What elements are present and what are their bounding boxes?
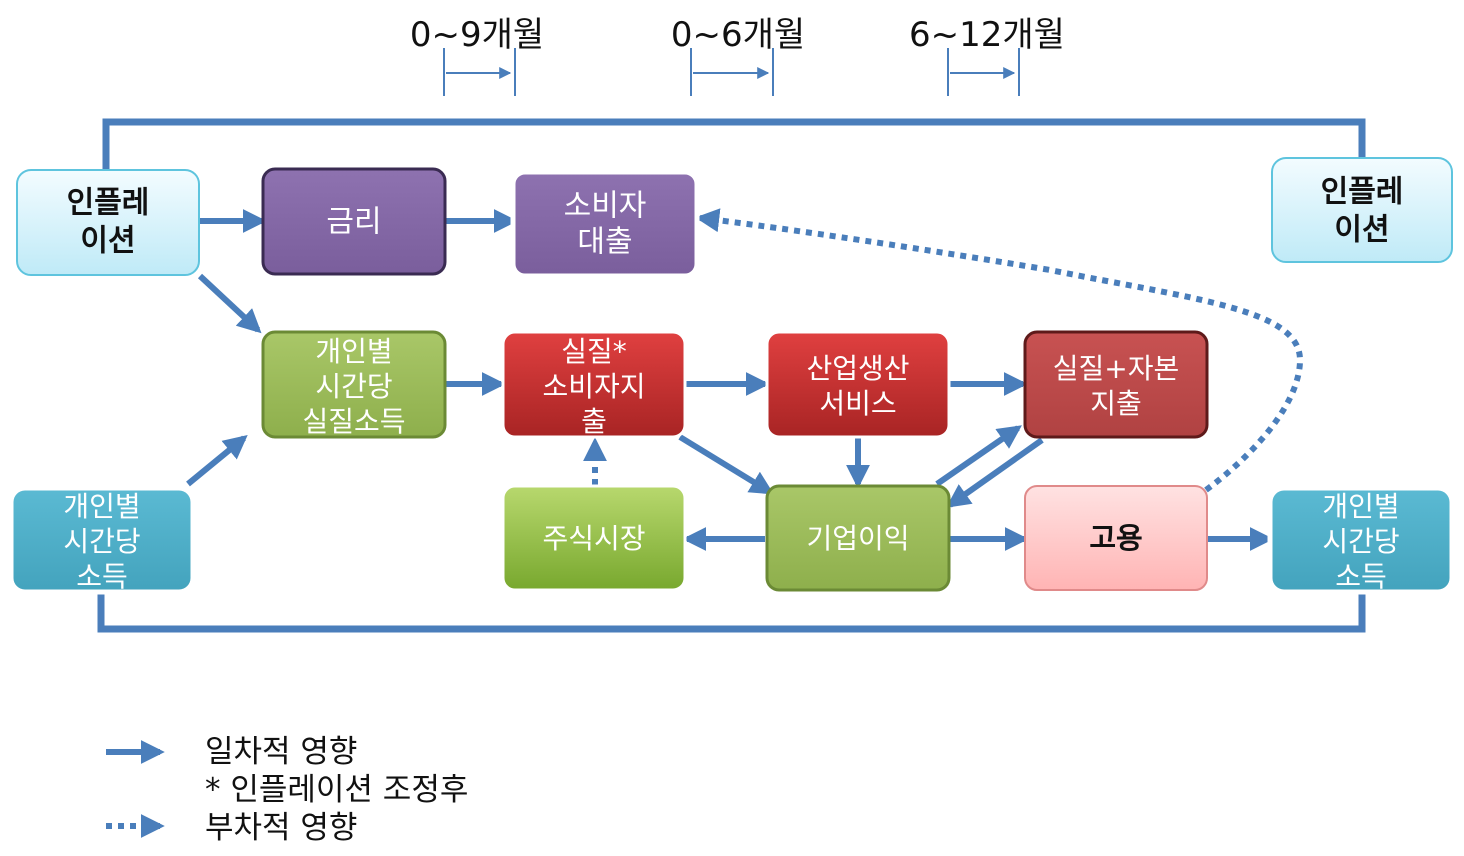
node-label-line: 실질* (561, 335, 627, 368)
time-range-label: 0~6개월 (671, 15, 805, 55)
node-label-line: 기업이익 (806, 522, 909, 555)
legend-primary-label: 일차적 영향 (205, 734, 357, 770)
node-inflation-right: 인플레 이션 (1271, 157, 1453, 263)
node-interest-rate: 금리 (261, 167, 447, 276)
arrow-hourly-income-to-real-income (186, 434, 248, 487)
node-consumer-loan: 소비자 대출 (510, 169, 700, 279)
time-range-label: 0~9개월 (410, 15, 544, 55)
node-label-line: 실질소득 (302, 405, 405, 438)
node-label-line: 개인별 (63, 490, 140, 523)
node-real-capital-spending: 실질+자본 지출 (1023, 330, 1209, 439)
bottom-connector-line (97, 590, 1366, 633)
node-label-line: 시간당 (63, 525, 140, 558)
top-connector-line (102, 118, 1366, 170)
node-employment: 고용 (1024, 485, 1208, 591)
node-label-line: 시간당 (1322, 525, 1399, 558)
arrow-capital-to-profit (946, 437, 1044, 508)
node-label-line: 출 (581, 405, 607, 438)
node-stock-market: 주식시장 (501, 484, 687, 592)
node-label-line: 이션 (80, 224, 135, 259)
node-industrial-production: 산업생산 서비스 (765, 330, 951, 439)
arrow-inflation-to-real-income (197, 273, 262, 334)
node-label-line: 소득 (1335, 560, 1387, 593)
node-label-line: 대출 (577, 225, 632, 260)
time-range-label: 6~12개월 (909, 15, 1065, 55)
dotted-arrow-employment-to-loan (695, 208, 1304, 493)
node-label-line: 인플레 (67, 186, 150, 221)
node-label-line: 금리 (326, 205, 381, 240)
node-label-line: 소비자 (564, 189, 647, 224)
node-label-line: 시간당 (315, 370, 392, 403)
node-label-line: 실질+자본 (1053, 352, 1180, 385)
node-label-line: 서비스 (819, 387, 896, 420)
node-hourly-income-left: 개인별 시간당 소득 (8, 485, 196, 595)
node-corporate-profit: 기업이익 (765, 484, 951, 592)
time-range-0-6: 0~6개월 (671, 15, 805, 96)
time-range-6-12: 6~12개월 (909, 15, 1065, 96)
legend-secondary-label: 부차적 영향 (205, 810, 357, 846)
node-label-line: 개인별 (315, 335, 392, 368)
node-label-line: 주식시장 (542, 522, 645, 555)
node-label-line: 지출 (1090, 387, 1142, 420)
node-label-line: 개인별 (1322, 490, 1399, 523)
arrow-spending-to-profit (678, 434, 775, 495)
node-label-line: 산업생산 (806, 352, 909, 385)
node-label-line: 인플레 (1321, 175, 1404, 210)
node-label-line: 이션 (1334, 213, 1389, 248)
legend-note-label: * 인플레이션 조정후 (205, 772, 468, 808)
node-label-line: 소비자지 (542, 370, 645, 403)
node-real-income: 개인별 시간당 실질소득 (261, 330, 447, 439)
arrow-profit-to-capital (935, 425, 1022, 487)
node-hourly-income-right: 개인별 시간당 소득 (1267, 485, 1455, 595)
time-range-0-9: 0~9개월 (410, 15, 544, 96)
node-label-line: 고용 (1089, 521, 1142, 555)
legend: 일차적 영향 * 인플레이션 조정후 부차적 영향 (106, 734, 468, 846)
node-inflation-left: 인플레 이션 (16, 169, 200, 276)
node-label-line: 소득 (76, 560, 128, 593)
node-real-consumer-spending: 실질* 소비자지 출 (501, 330, 687, 439)
